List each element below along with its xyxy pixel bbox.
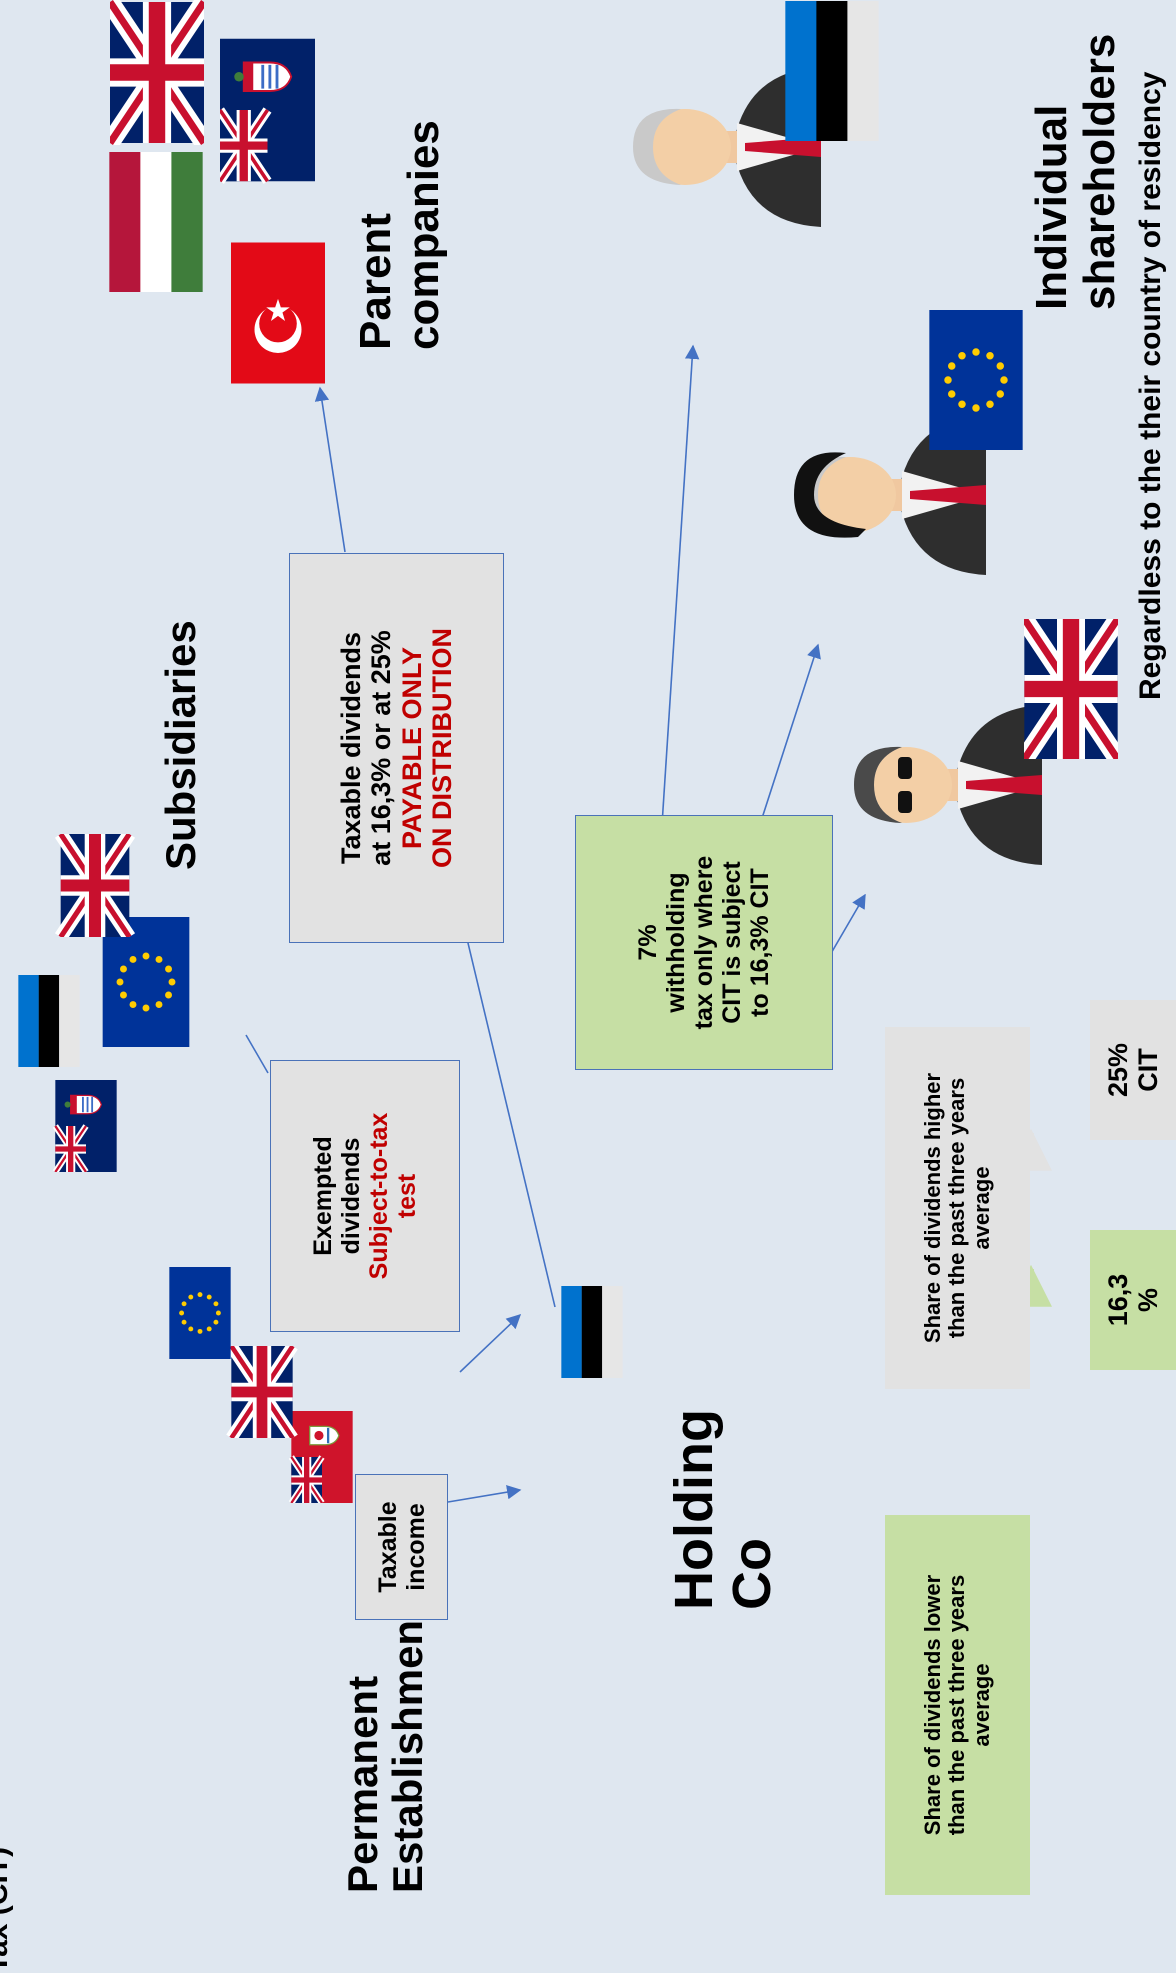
- businessman-sunglasses-icon: [854, 685, 1042, 885]
- cayman-flag: [47, 1080, 125, 1172]
- arrow-taxable-dividends-to-parents: [314, 386, 346, 553]
- rate-low-box: 16,3 %: [1090, 1230, 1176, 1370]
- cayman-flag-parent: [220, 35, 315, 185]
- withholding-tax-box: 7% withholding tax only where CIT is sub…: [575, 815, 833, 1070]
- individual-shareholders-label: Individual shareholders: [1027, 33, 1124, 310]
- arrow-holding-to-taxable-dividends: [456, 896, 556, 1308]
- uk-flag-shareholder: [1024, 619, 1118, 759]
- permanent-establishments-label: Permanent Establishments: [339, 1582, 432, 1893]
- residency-note: Regardless to the their country of resid…: [1134, 71, 1167, 701]
- uk-flag-parent: [110, 0, 204, 145]
- arrow-exempted-to-holding: [459, 1314, 522, 1373]
- estonia-flag: [553, 1286, 631, 1378]
- turkey-flag: [231, 233, 325, 393]
- taxable-dividends-box: Taxable dividends at 16,3% or at 25% PAY…: [289, 553, 504, 943]
- estonia-flag-shareholder: [785, 1, 879, 141]
- hungary-flag: [109, 152, 203, 292]
- parent-companies-label: Parent companies: [351, 120, 448, 350]
- estonia-flag-subsidiary: [10, 975, 88, 1067]
- arrow-taxable-income-to-holding: [447, 1485, 522, 1503]
- taxable-income-box: Taxable income: [355, 1474, 448, 1620]
- businessman-black-hair-icon: [794, 395, 1004, 595]
- subsidiaries-label: Subsidiaries: [157, 620, 204, 870]
- eu-flag-shareholder: [929, 310, 1023, 450]
- uk-flag-subsidiary: [49, 834, 141, 937]
- arrow-subsidiaries-to-exempted: [245, 1034, 269, 1074]
- page-title: Tax (CIT): [0, 1846, 14, 1973]
- holding-co-label: Holding Co: [664, 1409, 783, 1610]
- eu-flag: [161, 1267, 239, 1359]
- share-lower-box: Share of dividends lower than the past t…: [885, 1515, 1030, 1895]
- share-higher-box: Share of dividends higher than the past …: [885, 1027, 1030, 1389]
- rate-high-box: 25% CIT: [1090, 1000, 1176, 1140]
- uk-flag: [223, 1346, 301, 1438]
- exempted-dividends-box: Exempted dividends Subject-to-tax test: [270, 1060, 460, 1332]
